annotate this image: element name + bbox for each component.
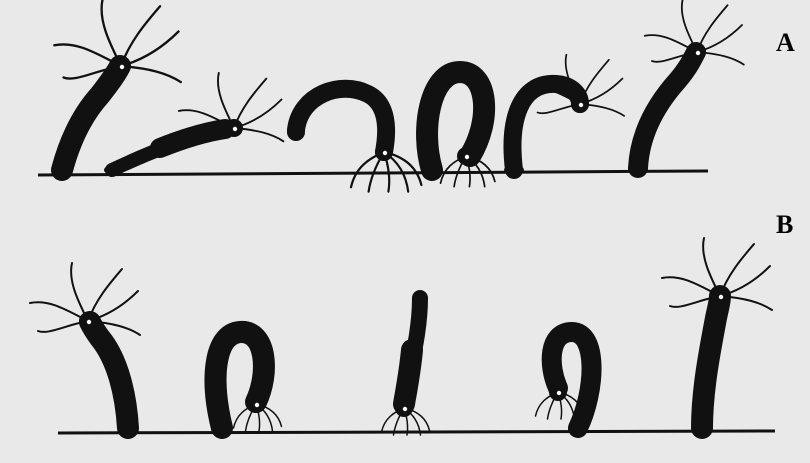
hydra-a4-foot xyxy=(422,165,442,175)
ground-line-b xyxy=(58,431,775,433)
hydra-a2-foot xyxy=(104,165,124,175)
hydra-b2-foot xyxy=(212,424,232,434)
hydra-a6-head-mouth xyxy=(696,51,700,55)
hydra-b5-head-mouth xyxy=(719,295,723,299)
hydra-a3-head-mouth xyxy=(383,151,387,155)
hydra-a5-body xyxy=(513,84,580,170)
hydra-a1-head-mouth xyxy=(120,65,124,69)
hydra-b4-foot xyxy=(568,424,588,434)
hydra-a6-body xyxy=(638,52,696,168)
hydra-b3-head-mouth xyxy=(403,407,407,411)
hydra-a5-head-mouth xyxy=(579,103,583,107)
hydra-b3-body-thick xyxy=(404,350,412,404)
hydra-b1-body xyxy=(90,322,128,428)
hydra-a3-body xyxy=(296,89,386,152)
hydra-b5-body xyxy=(702,296,720,428)
hydra-b3-foot xyxy=(413,291,427,305)
hydra-b1-foot xyxy=(118,424,138,434)
hydra-b4-head-mouth xyxy=(557,391,561,395)
hydra-a4-head-mouth xyxy=(465,155,469,159)
hydra-a3-foot xyxy=(287,123,305,141)
hydra-a4-body xyxy=(427,72,484,170)
panel-label-b: B xyxy=(776,212,793,238)
hydra-a2-head-mouth xyxy=(233,127,237,131)
hydra-b2-head-mouth xyxy=(255,403,259,407)
hydra-a1-foot xyxy=(52,166,72,176)
hydra-b4-body xyxy=(552,332,592,428)
hydra-b1-head-mouth xyxy=(87,320,91,324)
panel-label-a: A xyxy=(776,30,795,56)
hydra-a5-foot xyxy=(504,165,524,175)
hydra-a6-foot xyxy=(628,164,648,174)
hydra-b2-body xyxy=(216,332,264,428)
hydra-b5-foot xyxy=(692,424,712,434)
